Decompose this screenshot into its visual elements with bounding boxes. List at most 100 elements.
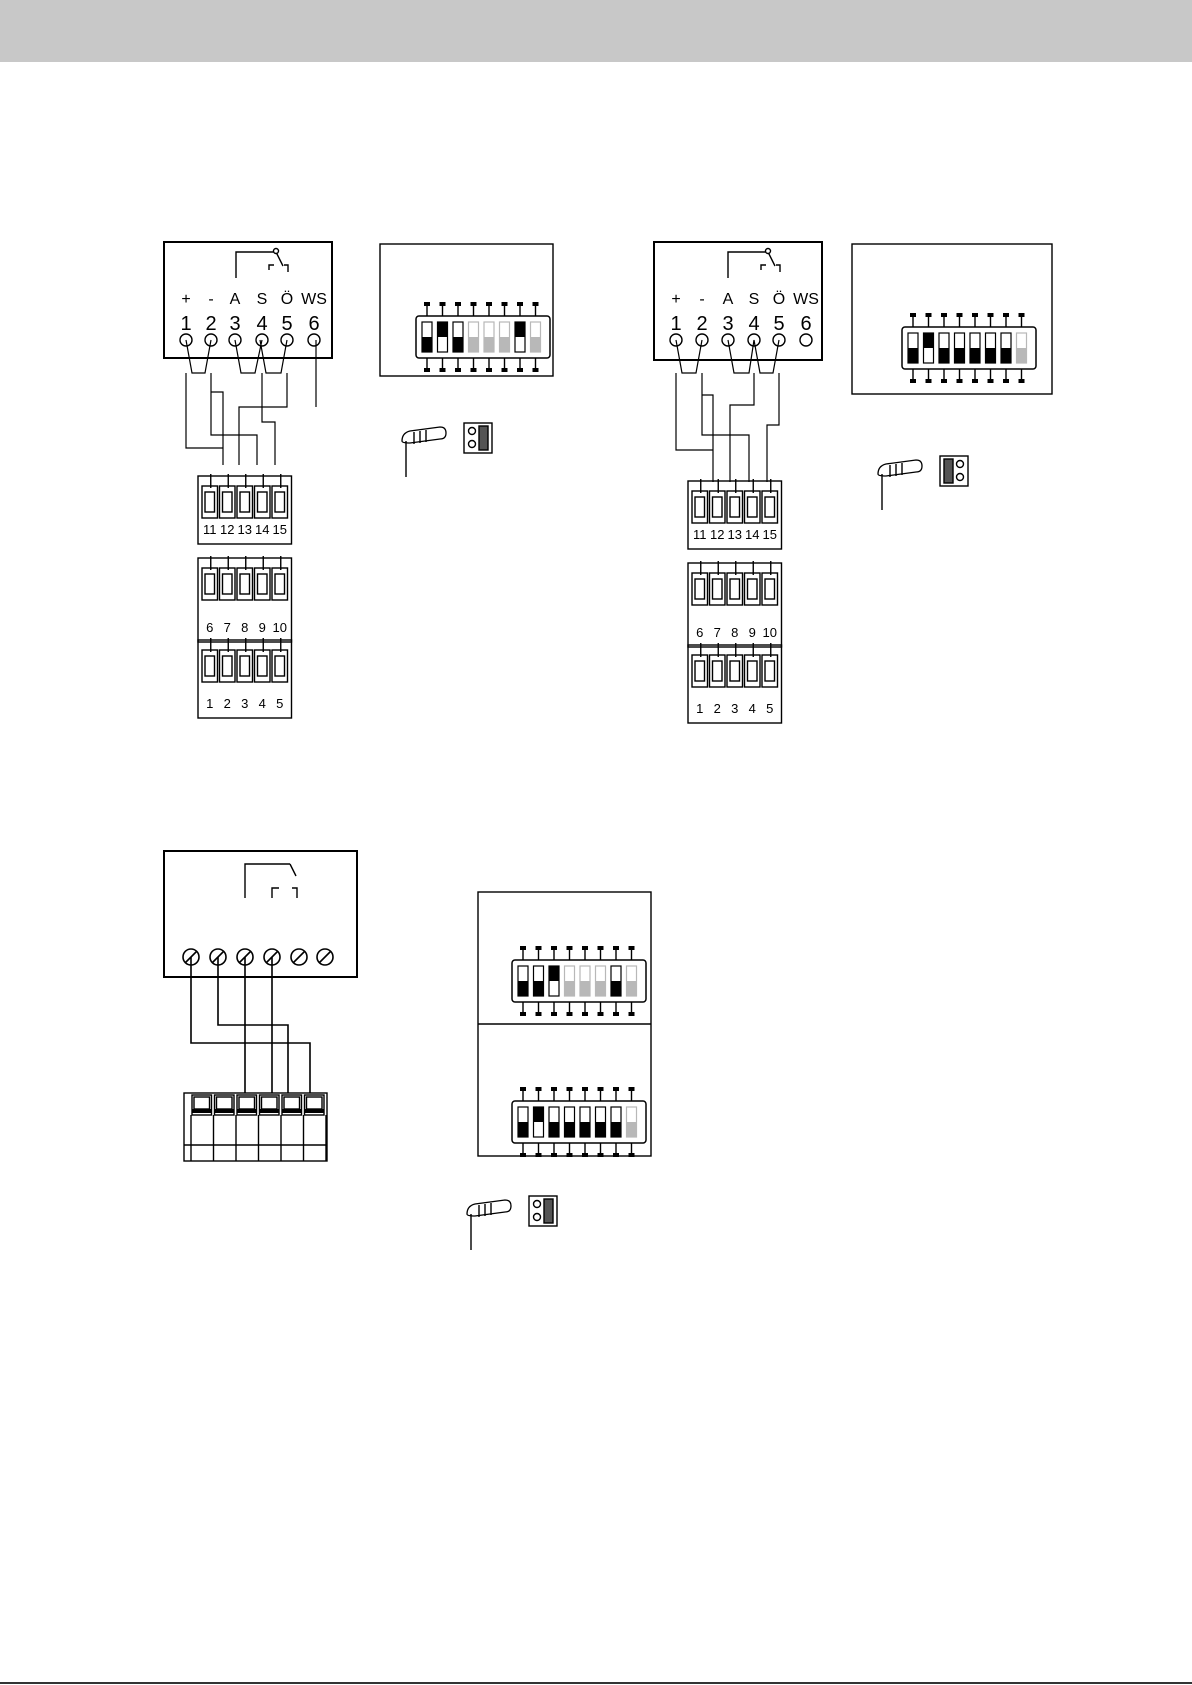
terminal-label: 2	[224, 696, 231, 711]
diagram-3	[164, 851, 357, 1161]
terminal-clamp-inner	[695, 579, 705, 599]
terminal-clamp-inner	[713, 497, 723, 517]
terminal-clamp-inner	[695, 497, 705, 517]
terminal-symbol-4: S	[257, 291, 268, 308]
terminal-clamp-inner	[765, 497, 775, 517]
terminal-connector-6	[308, 334, 320, 346]
terminal-label: 13	[238, 522, 252, 537]
terminal-label: 10	[763, 625, 777, 640]
terminal-label: 6	[206, 620, 213, 635]
device-2-terminal-connectors	[670, 334, 812, 346]
terminal-number-5: 5	[773, 313, 784, 335]
dip-switch-3-top	[512, 946, 646, 1016]
terminal-label: 1	[696, 701, 703, 716]
device-2-relay-symbol	[728, 252, 780, 278]
terminal-number-1: 1	[180, 313, 191, 335]
terminal-clamp-inner	[223, 574, 233, 594]
jumper-tool-icon	[402, 427, 446, 443]
terminal-label: 14	[745, 527, 759, 542]
terminal-label: 6	[696, 625, 703, 640]
terminal-label: 15	[763, 527, 777, 542]
terminal-clamp-inner	[748, 497, 758, 517]
terminal-clamp-inner	[205, 574, 215, 594]
terminal-clamp-inner	[205, 492, 215, 512]
terminal-number-6: 6	[800, 313, 811, 335]
terminal-clamp-inner	[205, 656, 215, 676]
terminal-clamp-inner	[258, 574, 268, 594]
terminal-number-5: 5	[281, 313, 292, 335]
terminal-symbol-3: A	[723, 291, 734, 308]
device-3-terminal-block	[184, 1093, 327, 1161]
terminal-clamp-inner	[730, 579, 740, 599]
terminal-clamp-inner	[223, 656, 233, 676]
terminal-label: 7	[224, 620, 231, 635]
terminal-label: 9	[749, 625, 756, 640]
terminal-symbol-1: +	[181, 291, 190, 308]
terminal-label: 8	[241, 620, 248, 635]
terminal-label: 10	[273, 620, 287, 635]
terminal-symbol-5: Ö	[773, 290, 785, 308]
device-1-relay-symbol	[236, 252, 288, 278]
terminal-label: 9	[259, 620, 266, 635]
terminal-number-4: 4	[256, 313, 267, 335]
terminal-symbol-1: +	[671, 291, 680, 308]
terminal-clamp-inner	[258, 656, 268, 676]
terminal-clamp-inner	[730, 661, 740, 681]
terminal-number-3: 3	[229, 313, 240, 335]
terminal-clamp-inner	[730, 497, 740, 517]
terminal-label: 11	[203, 522, 217, 537]
terminal-clamp-inner	[275, 574, 285, 594]
terminal-label: 14	[255, 522, 269, 537]
terminal-clamp-inner	[765, 661, 775, 681]
terminal-label: 2	[714, 701, 721, 716]
terminal-clamp-inner	[240, 656, 250, 676]
terminal-clamp-inner	[748, 579, 758, 599]
terminal-symbol-6: WS	[301, 291, 327, 308]
terminal-number-1: 1	[670, 313, 681, 335]
terminal-number-2: 2	[205, 313, 216, 335]
terminal-label: 5	[276, 696, 283, 711]
dip-panel-3	[478, 892, 651, 1157]
terminal-label: 12	[710, 527, 724, 542]
terminal-clamp-inner	[223, 492, 233, 512]
terminal-clamp-inner	[240, 492, 250, 512]
terminal-clamp-inner	[275, 656, 285, 676]
terminal-label: 3	[241, 696, 248, 711]
terminal-label: 8	[731, 625, 738, 640]
jumper-tool-icon	[878, 460, 922, 476]
terminal-label: 1	[206, 696, 213, 711]
terminal-symbol-6: WS	[793, 291, 819, 308]
terminal-connector-6	[800, 334, 812, 346]
device-2-wiring	[676, 340, 779, 482]
terminal-symbol-5: Ö	[281, 290, 293, 308]
terminal-clamp-inner	[748, 661, 758, 681]
jumper-tool-icon	[467, 1200, 511, 1216]
dip-panel-1	[380, 244, 553, 376]
terminal-number-2: 2	[696, 313, 707, 335]
terminal-symbol-2: -	[208, 291, 213, 308]
terminal-label: 13	[728, 527, 742, 542]
terminal-clamp-inner	[258, 492, 268, 512]
device-3-relay-symbol	[245, 864, 297, 898]
terminal-clamp-inner	[765, 579, 775, 599]
terminal-label: 15	[273, 522, 287, 537]
dip-switch-1	[416, 302, 550, 372]
terminal-label: 4	[259, 696, 266, 711]
terminal-label: 12	[220, 522, 234, 537]
device-3-screw-terminals	[183, 949, 333, 965]
terminal-symbol-3: A	[230, 291, 241, 308]
device-1-terminal-connectors	[180, 334, 320, 346]
terminal-clamp-inner	[713, 661, 723, 681]
terminal-number-3: 3	[722, 313, 733, 335]
dip-switch-2	[902, 313, 1036, 383]
dip-panel-2	[852, 244, 1052, 394]
terminal-clamp-inner	[240, 574, 250, 594]
terminal-clamp-inner	[713, 579, 723, 599]
jumper-indicator-2	[878, 456, 968, 510]
